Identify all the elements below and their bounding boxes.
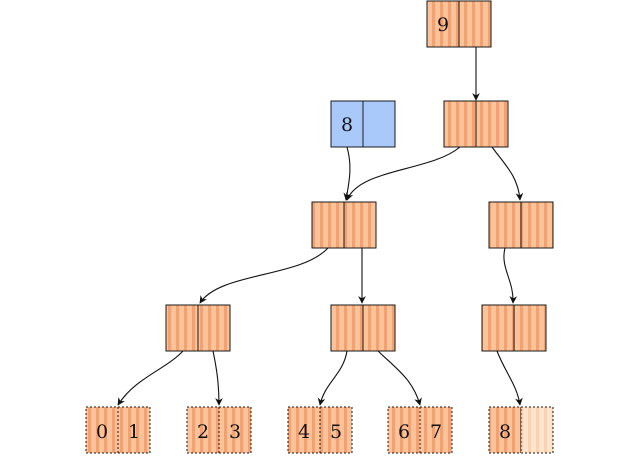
top-node-left-value: 9 (437, 14, 449, 36)
root-node (443, 100, 509, 148)
leaf-3-right-value: 7 (430, 421, 442, 443)
level1-left-node (311, 201, 377, 249)
edge-level2-c-to-leaf-4 (496, 350, 523, 406)
leaf-node-2: 4 5 (287, 406, 353, 454)
leaf-1-right-value: 3 (229, 421, 241, 443)
leaf-1-left-value: 2 (197, 421, 209, 443)
edge-level2-b-to-leaf-3 (377, 350, 422, 406)
leaf-node-3: 6 7 (387, 406, 453, 454)
edge-level1-left-to-level2-a (199, 247, 329, 304)
level2-b-node (330, 304, 396, 352)
edge-level2-b-to-leaf-2 (317, 350, 348, 406)
edges (117, 47, 524, 406)
level1-right-node (488, 201, 554, 249)
edge-extra-to-level1-left (343, 146, 352, 201)
edge-root-to-level1-right (491, 146, 524, 201)
leaf-3-left-value: 6 (398, 421, 410, 443)
edge-level2-a-to-leaf-0 (117, 350, 184, 406)
extra-node: 8 (330, 100, 396, 148)
edge-root-to-level1-left (346, 146, 461, 201)
leaf-2-right-value: 5 (330, 421, 342, 443)
leaf-node-4: 8 (488, 406, 554, 454)
edge-level2-a-to-leaf-1 (212, 350, 223, 406)
edge-level1-right-to-level2-c (503, 247, 518, 304)
leaf-2-left-value: 4 (298, 421, 310, 443)
leaf-node-0: 0 1 (85, 406, 151, 454)
leaf-node-1: 2 3 (186, 406, 252, 454)
leaf-0-right-value: 1 (128, 421, 140, 443)
extra-node-left-value: 8 (341, 114, 353, 136)
leaf-4-left-value: 8 (499, 421, 511, 443)
level2-a-node (165, 304, 231, 352)
level2-c-node (481, 304, 547, 352)
leaf-0-left-value: 0 (96, 421, 108, 443)
top-node: 9 (426, 0, 492, 48)
